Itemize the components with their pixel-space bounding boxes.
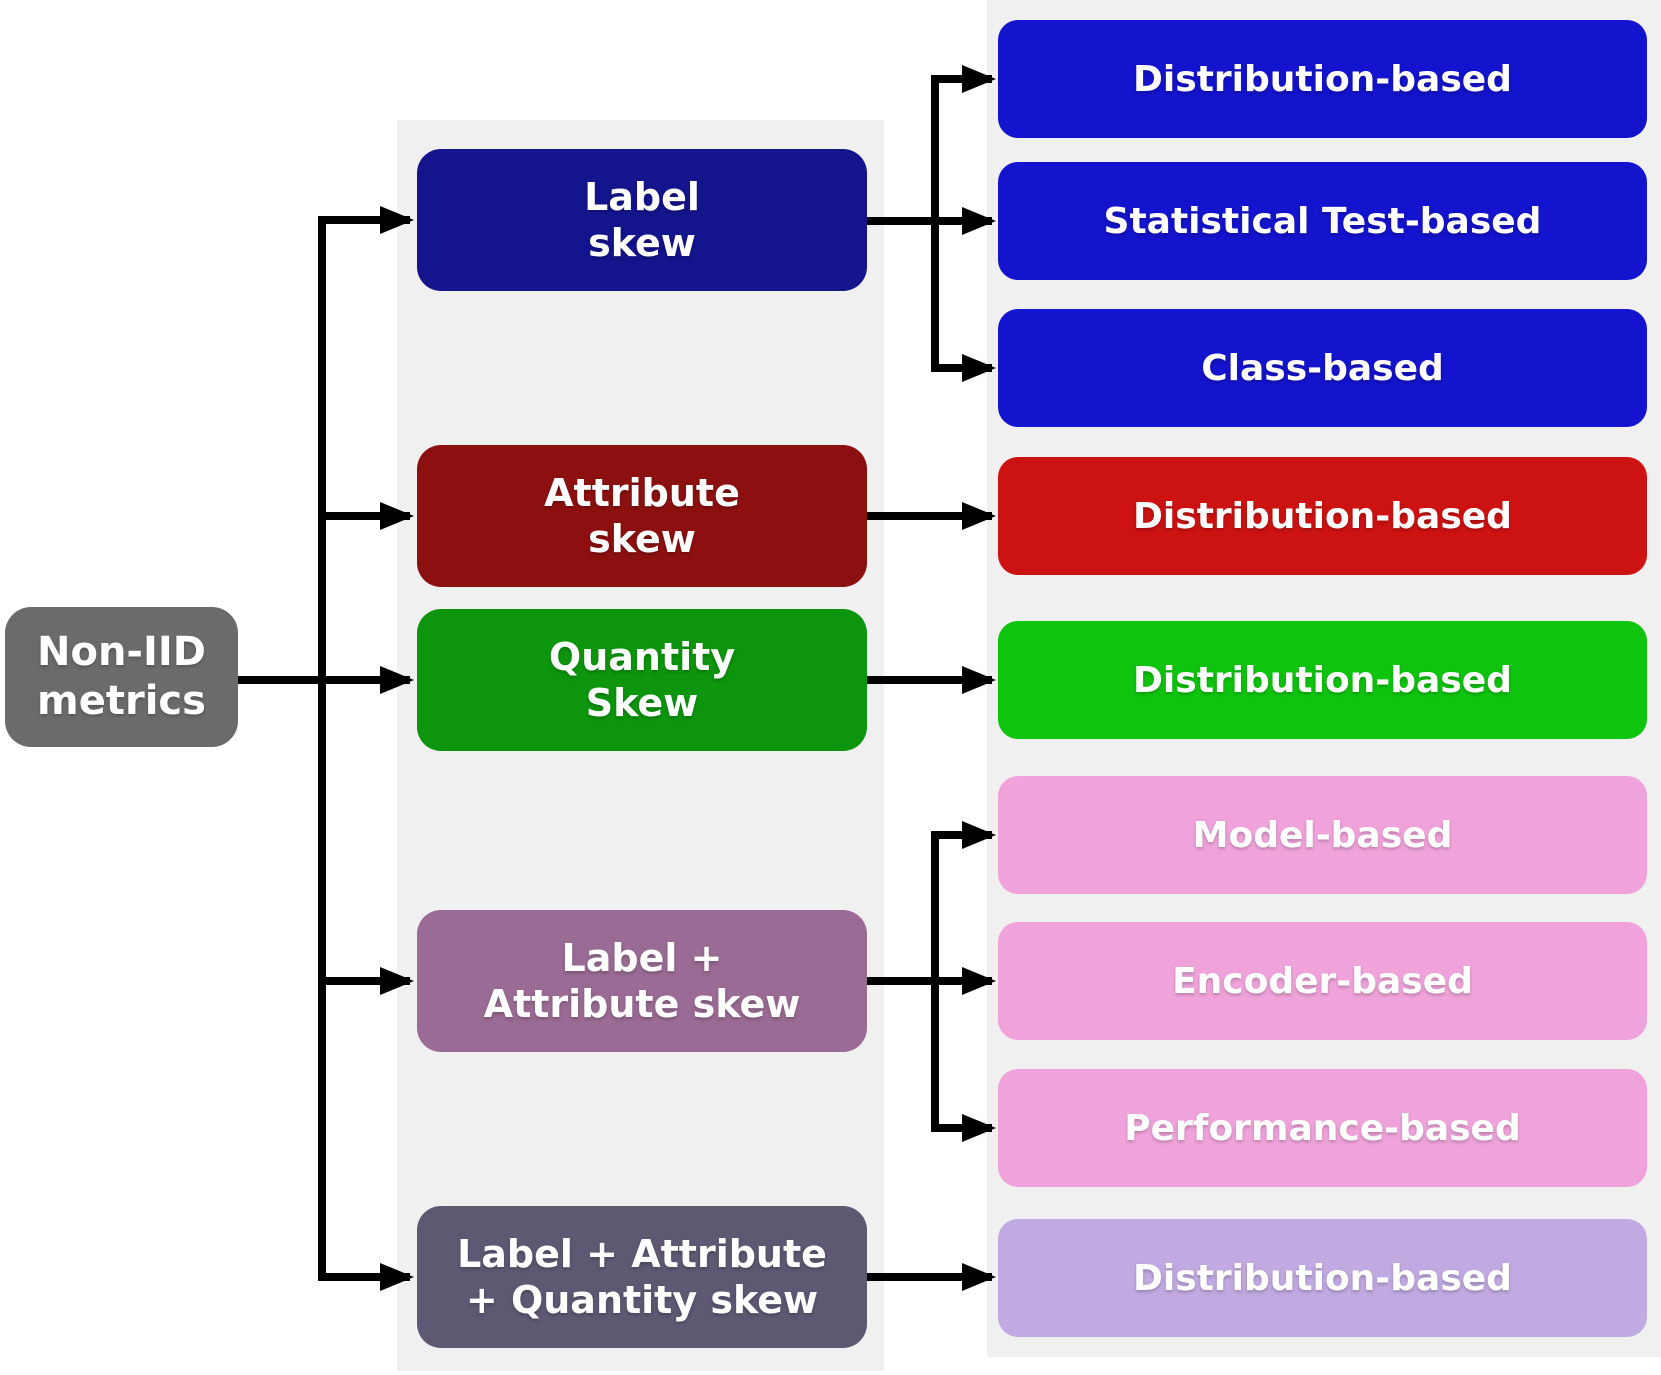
node-encoder-based: Encoder-based [998, 922, 1647, 1040]
node-label-attribute-quantity-skew: Label + Attribute + Quantity skew [417, 1206, 867, 1348]
node-label-attribute-skew: Label + Attribute skew [417, 910, 867, 1052]
node-non-iid-metrics: Non-IID metrics [5, 607, 238, 747]
node-label-distribution-based: Distribution-based [998, 20, 1647, 138]
node-attribute-skew: Attribute skew [417, 445, 867, 587]
node-quantity-skew: Quantity Skew [417, 609, 867, 751]
node-model-based: Model-based [998, 776, 1647, 894]
node-label-class-based: Class-based [998, 309, 1647, 427]
node-attribute-distribution-based: Distribution-based [998, 457, 1647, 575]
node-performance-based: Performance-based [998, 1069, 1647, 1187]
node-label-skew: Label skew [417, 149, 867, 291]
node-quantity-distribution-based: Distribution-based [998, 621, 1647, 739]
node-laq-distribution-based: Distribution-based [998, 1219, 1647, 1337]
node-label-statistical-test-based: Statistical Test-based [998, 162, 1647, 280]
